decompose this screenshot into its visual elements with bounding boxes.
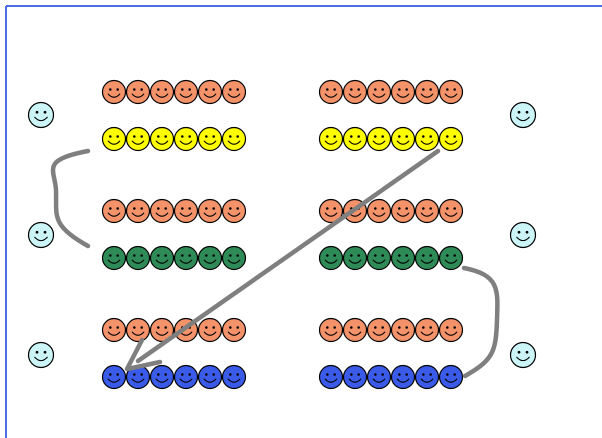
smiley-face-icon-g0-r1-c0-2: [149, 126, 175, 152]
smiley-face-icon-g0-r0-c1-5: [438, 79, 464, 105]
smiley-face-icon-g1-r1-c1-5: [438, 245, 464, 271]
smiley-face-icon-g2-r1-c0-0: [101, 364, 127, 390]
smiley-face-icon-g0-r0-c0-2: [149, 79, 175, 105]
smiley-face-icon-g2-r1-c1-0: [318, 364, 344, 390]
smiley-face-icon-g2-r1-c1-3: [390, 364, 416, 390]
smiley-face-icon-g2-r0-c1-2: [366, 317, 392, 343]
smiley-face-icon-g1-r0-c0-4: [197, 198, 223, 224]
smiley-face-icon-g2-r0-c1-5: [438, 317, 464, 343]
smiley-face-icon-g0-r0-c1-2: [366, 79, 392, 105]
side-smiley-face-icon-left-1: [27, 221, 55, 249]
smiley-face-icon-g2-r1-c1-4: [414, 364, 440, 390]
smiley-face-icon-g0-r1-c0-3: [173, 126, 199, 152]
smiley-face-icon-g0-r1-c1-1: [342, 126, 368, 152]
smiley-face-icon-g1-r1-c0-3: [173, 245, 199, 271]
smiley-face-icon-g0-r0-c1-3: [390, 79, 416, 105]
smiley-face-icon-g0-r0-c1-0: [318, 79, 344, 105]
smiley-face-icon-g2-r1-c1-5: [438, 364, 464, 390]
smiley-face-icon-g2-r0-c1-3: [390, 317, 416, 343]
left-connector-curve: [50, 148, 91, 249]
smiley-face-icon-g0-r0-c0-1: [125, 79, 151, 105]
smiley-face-icon-g0-r0-c1-1: [342, 79, 368, 105]
smiley-face-icon-g0-r1-c0-5: [221, 126, 247, 152]
smiley-face-icon-g0-r0-c0-0: [101, 79, 127, 105]
right-connector-curve: [461, 265, 500, 379]
smiley-face-icon-g2-r1-c1-2: [366, 364, 392, 390]
smiley-face-icon-g1-r0-c1-5: [438, 198, 464, 224]
smiley-face-icon-g0-r1-c1-3: [390, 126, 416, 152]
smiley-face-icon-g2-r0-c0-5: [221, 317, 247, 343]
smiley-face-icon-g0-r1-c1-2: [366, 126, 392, 152]
smiley-face-icon-g2-r1-c0-5: [221, 364, 247, 390]
side-smiley-face-icon-left-0: [27, 101, 55, 129]
smiley-face-icon-g1-r0-c1-3: [390, 198, 416, 224]
smiley-face-icon-g2-r0-c0-2: [149, 317, 175, 343]
smiley-face-icon-g1-r1-c1-1: [342, 245, 368, 271]
smiley-face-icon-g0-r0-c0-5: [221, 79, 247, 105]
smiley-face-icon-g2-r0-c1-1: [342, 317, 368, 343]
smiley-face-icon-g1-r0-c0-3: [173, 198, 199, 224]
smiley-face-icon-g1-r1-c0-1: [125, 245, 151, 271]
smiley-face-icon-g2-r1-c0-4: [197, 364, 223, 390]
smiley-face-icon-g1-r1-c1-3: [390, 245, 416, 271]
side-smiley-face-icon-right-2: [509, 341, 537, 369]
smiley-face-icon-g0-r1-c1-4: [414, 126, 440, 152]
smiley-face-icon-g2-r0-c0-0: [101, 317, 127, 343]
diagonal-arrow-head: [124, 337, 163, 372]
smiley-face-icon-g2-r1-c0-2: [149, 364, 175, 390]
smiley-face-icon-g2-r0-c1-4: [414, 317, 440, 343]
smiley-face-icon-g0-r1-c0-4: [197, 126, 223, 152]
smiley-face-icon-g1-r1-c0-5: [221, 245, 247, 271]
smiley-face-icon-g1-r1-c1-4: [414, 245, 440, 271]
smiley-face-icon-g2-r0-c1-0: [318, 317, 344, 343]
smiley-face-icon-g0-r1-c1-5: [438, 126, 464, 152]
smiley-face-icon-g0-r1-c1-0: [318, 126, 344, 152]
smiley-face-icon-g2-r1-c0-3: [173, 364, 199, 390]
side-smiley-face-icon-left-2: [27, 341, 55, 369]
smiley-face-icon-g0-r0-c1-4: [414, 79, 440, 105]
side-smiley-face-icon-right-0: [509, 101, 537, 129]
faces-layer: [27, 79, 537, 390]
smiley-face-icon-g1-r1-c0-0: [101, 245, 127, 271]
smiley-face-icon-g1-r0-c0-2: [149, 198, 175, 224]
smiley-face-icon-g1-r1-c0-4: [197, 245, 223, 271]
smiley-face-icon-g1-r0-c1-2: [366, 198, 392, 224]
diagonal-arrow-line: [135, 148, 441, 364]
smiley-face-icon-g2-r0-c0-1: [125, 317, 151, 343]
smiley-face-icon-g2-r0-c0-4: [197, 317, 223, 343]
smiley-face-icon-g2-r1-c1-1: [342, 364, 368, 390]
side-smiley-face-icon-right-1: [509, 221, 537, 249]
smiley-face-icon-g1-r0-c0-1: [125, 198, 151, 224]
smiley-face-icon-g1-r1-c1-2: [366, 245, 392, 271]
smiley-face-icon-g1-r0-c0-5: [221, 198, 247, 224]
arrows-layer: [50, 148, 500, 379]
smiley-face-icon-g0-r1-c0-0: [101, 126, 127, 152]
smiley-face-icon-g1-r1-c0-2: [149, 245, 175, 271]
smiley-face-icon-g0-r1-c0-1: [125, 126, 151, 152]
smiley-face-icon-g1-r0-c1-0: [318, 198, 344, 224]
smiley-face-icon-g1-r1-c1-0: [318, 245, 344, 271]
smiley-face-icon-g1-r0-c1-4: [414, 198, 440, 224]
smiley-face-icon-g0-r0-c0-3: [173, 79, 199, 105]
smiley-face-icon-g0-r0-c0-4: [197, 79, 223, 105]
smiley-face-icon-g1-r0-c0-0: [101, 198, 127, 224]
